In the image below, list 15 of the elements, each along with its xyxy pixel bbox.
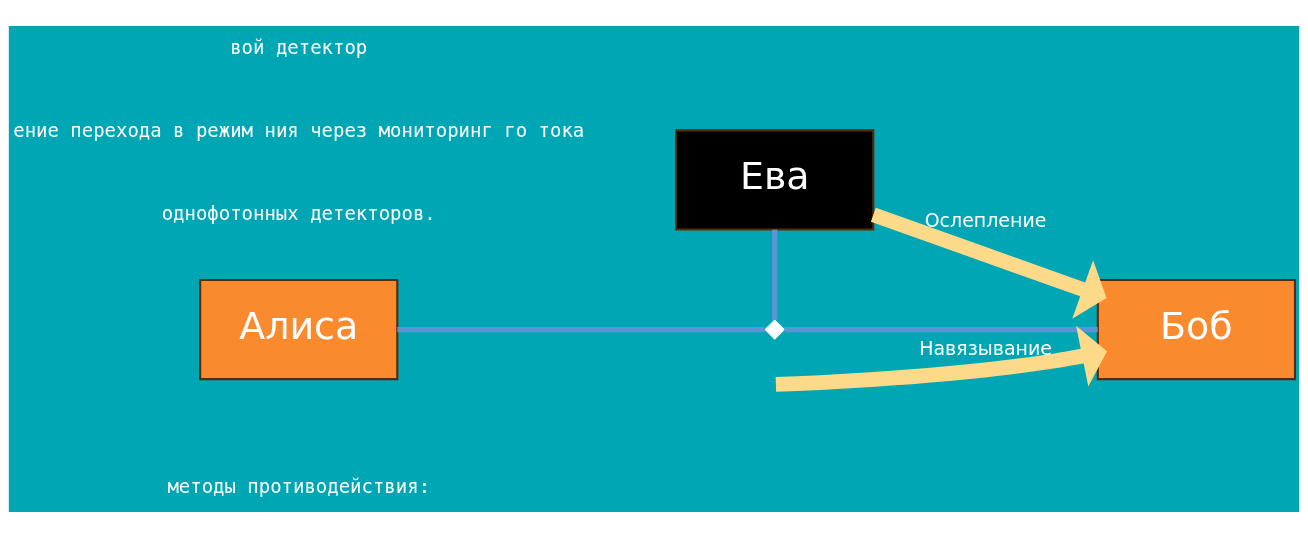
label: вой детектор — [230, 35, 368, 58]
node-box: Ева — [675, 128, 875, 231]
connector — [772, 229, 778, 320]
edge-label: Ослепление — [924, 208, 1047, 231]
arrow — [775, 325, 1108, 392]
connector — [784, 326, 1098, 332]
node-cross — [764, 318, 785, 340]
label: методы противодействия: — [167, 474, 431, 497]
connector — [397, 326, 765, 332]
label: ение перехода в режим ния через мониторинг го тока — [13, 118, 585, 141]
node-box: Боб — [1096, 278, 1297, 380]
node-box: Алиса — [199, 278, 399, 380]
label: однофотонных детекторов. — [161, 201, 436, 224]
arrow — [870, 207, 1107, 319]
edge-label: Навязывание — [919, 336, 1052, 359]
